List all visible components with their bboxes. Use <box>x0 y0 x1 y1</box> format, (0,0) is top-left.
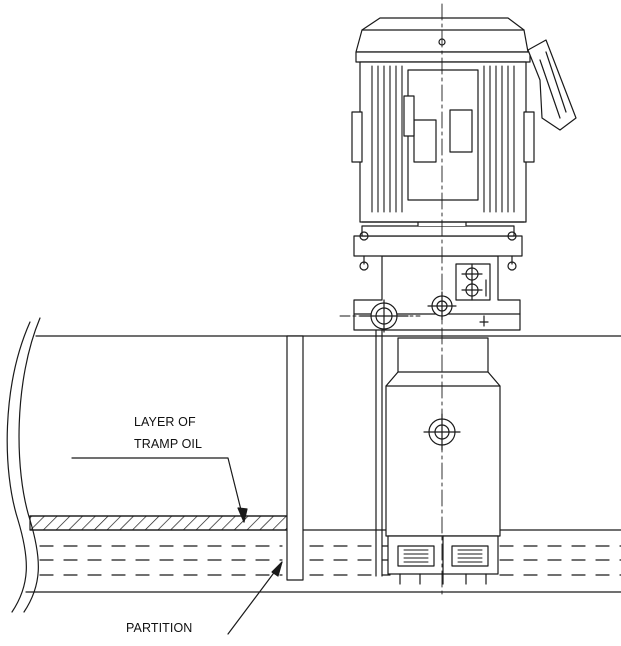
partition-plate <box>286 335 304 581</box>
terminal-box <box>527 39 577 131</box>
tramp-oil-label-line2: TRAMP OIL <box>134 437 203 451</box>
partition-leader <box>227 561 283 635</box>
tank-break-line-inner <box>18 317 41 613</box>
pump-lower-body <box>375 317 501 585</box>
tramp-oil-leader <box>71 457 245 523</box>
tramp-oil-label-line1: LAYER OF <box>134 415 196 429</box>
tank <box>6 317 621 613</box>
cooling-fins-right <box>483 65 515 213</box>
mounting-flange <box>353 255 521 333</box>
tank-break-line-outer <box>6 321 31 613</box>
tramp-oil-layer <box>29 515 288 531</box>
partition-label: PARTITION <box>126 621 193 635</box>
liquid-dash-lines <box>39 545 621 576</box>
suction-strainer-left <box>397 545 435 567</box>
suction-strainer-right <box>451 545 489 567</box>
cooling-fins-left <box>371 65 403 213</box>
tramp-oil-hatch <box>29 515 288 531</box>
motor <box>351 17 577 223</box>
leader-lines <box>71 457 283 635</box>
motor-nameplate <box>413 119 437 163</box>
